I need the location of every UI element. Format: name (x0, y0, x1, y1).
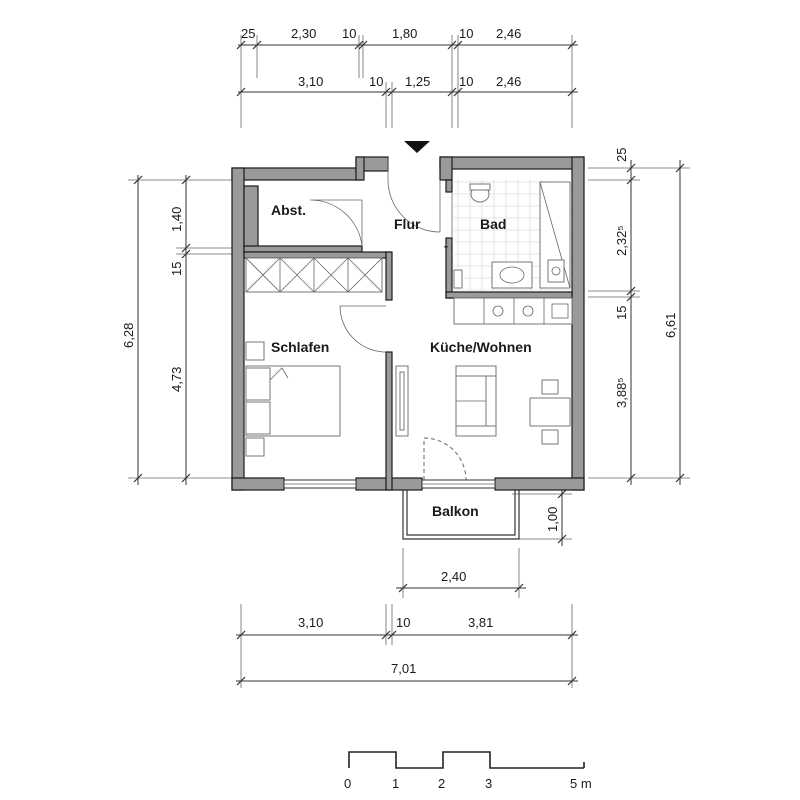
dim-bottom-1: 3,10 (298, 615, 323, 630)
room-label-schlafen: Schlafen (271, 339, 329, 355)
dim-top-5: 10 (459, 26, 473, 41)
furniture (245, 180, 573, 457)
scale-bar: 0 1 2 3 5 m (344, 751, 592, 791)
dim-right-4: 3,88⁵ (614, 377, 629, 408)
dim-bottom-3: 3,81 (468, 615, 493, 630)
dim-right-2: 2,32⁵ (614, 225, 629, 256)
scale-label-3: 3 (485, 776, 492, 791)
room-label-flur: Flur (394, 216, 421, 232)
dim-right-3: 15 (614, 306, 629, 320)
dim-top-6: 2,46 (496, 26, 521, 41)
tv-board (395, 365, 409, 437)
left-dimensions: 1,40 15 4,73 6,28 (121, 175, 232, 485)
door-swing-marker-icon (444, 246, 448, 250)
dim-top-2: 2,30 (291, 26, 316, 41)
scale-label-1: 1 (392, 776, 399, 791)
dim-top2-1: 3,10 (298, 74, 323, 89)
dim-left-2: 15 (169, 262, 184, 276)
dim-right-total: 6,61 (663, 313, 678, 338)
dim-left-3: 4,73 (169, 367, 184, 392)
sofa (455, 365, 497, 437)
entrance-arrow-icon (404, 141, 430, 153)
dim-bottom-2: 10 (396, 615, 410, 630)
wardrobe (245, 257, 383, 293)
dim-right-1: 25 (614, 148, 629, 162)
dim-balcony-depth: 1,00 (545, 507, 560, 532)
scale-label-0: 0 (344, 776, 351, 791)
scale-label-2: 2 (438, 776, 445, 791)
dim-top2-3: 1,25 (405, 74, 430, 89)
dim-left-1: 1,40 (169, 207, 184, 232)
dim-top-4: 1,80 (392, 26, 417, 41)
dining-table (529, 379, 571, 445)
dim-top2-4: 10 (459, 74, 473, 89)
dim-balcony-width: 2,40 (441, 569, 466, 584)
room-label-abst: Abst. (271, 202, 306, 218)
bottom-dimensions: 2,40 3,10 10 3,81 7,01 (236, 548, 578, 688)
dim-top2-5: 2,46 (496, 74, 521, 89)
bed (245, 341, 341, 457)
dim-top-1: 25 (241, 26, 255, 41)
bathroom-fixtures (444, 180, 572, 291)
doors (283, 158, 496, 489)
walls (231, 156, 585, 491)
room-label-bad: Bad (480, 216, 506, 232)
scale-label-5: 5 m (570, 776, 592, 791)
balcony (402, 490, 520, 540)
kitchen-counter (453, 297, 573, 325)
dim-left-total: 6,28 (121, 323, 136, 348)
dim-top2-2: 10 (369, 74, 383, 89)
room-label-balkon: Balkon (432, 503, 479, 519)
room-labels: Abst. Flur Bad Schlafen Küche/Wohnen Bal… (271, 202, 532, 519)
right-dimensions: 25 2,32⁵ 15 3,88⁵ 6,61 1,00 (512, 148, 690, 546)
room-label-kueche: Küche/Wohnen (430, 339, 532, 355)
top-dimensions: 25 2,30 10 1,80 10 2,46 3,10 10 1,25 10 … (236, 26, 578, 128)
dim-bottom-total: 7,01 (391, 661, 416, 676)
dim-top-3: 10 (342, 26, 356, 41)
